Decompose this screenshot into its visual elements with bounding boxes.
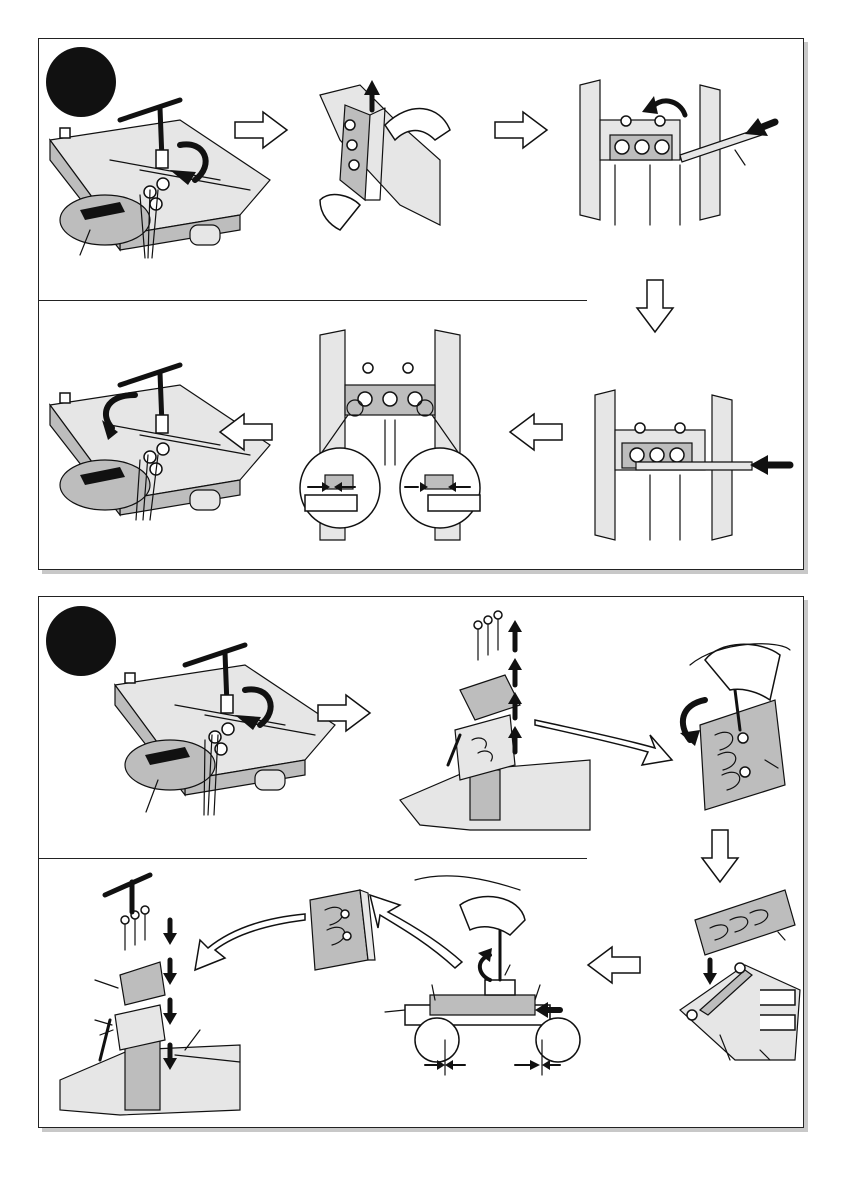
bottom-curved-arrow-2 <box>195 914 305 970</box>
bottom-step5-set-blade <box>385 876 580 1075</box>
bottom-step4-blade-to-gauge <box>680 890 800 1060</box>
top-step2-blade-removal <box>320 80 450 230</box>
flow-arrow-3 <box>637 280 673 332</box>
bottom-curved-arrow-3 <box>370 895 462 968</box>
bottom-curved-arrow-1 <box>535 720 672 765</box>
bottom-blade-only <box>310 890 375 970</box>
top-step5-blade-alignment <box>300 330 480 540</box>
top-step3-insert-gauge <box>580 80 775 225</box>
bottom-step3-unscrew <box>680 644 790 810</box>
bottom-step6-reassemble <box>60 875 240 1115</box>
top-step4-gauge-pushed <box>595 390 790 540</box>
flow-arrow-7 <box>702 830 738 882</box>
flow-arrow-2 <box>495 112 547 148</box>
flow-arrow-1 <box>235 112 287 148</box>
bottom-step2-exploded <box>400 611 590 830</box>
flow-arrow-5 <box>510 414 562 450</box>
flow-arrow-8 <box>588 947 640 983</box>
